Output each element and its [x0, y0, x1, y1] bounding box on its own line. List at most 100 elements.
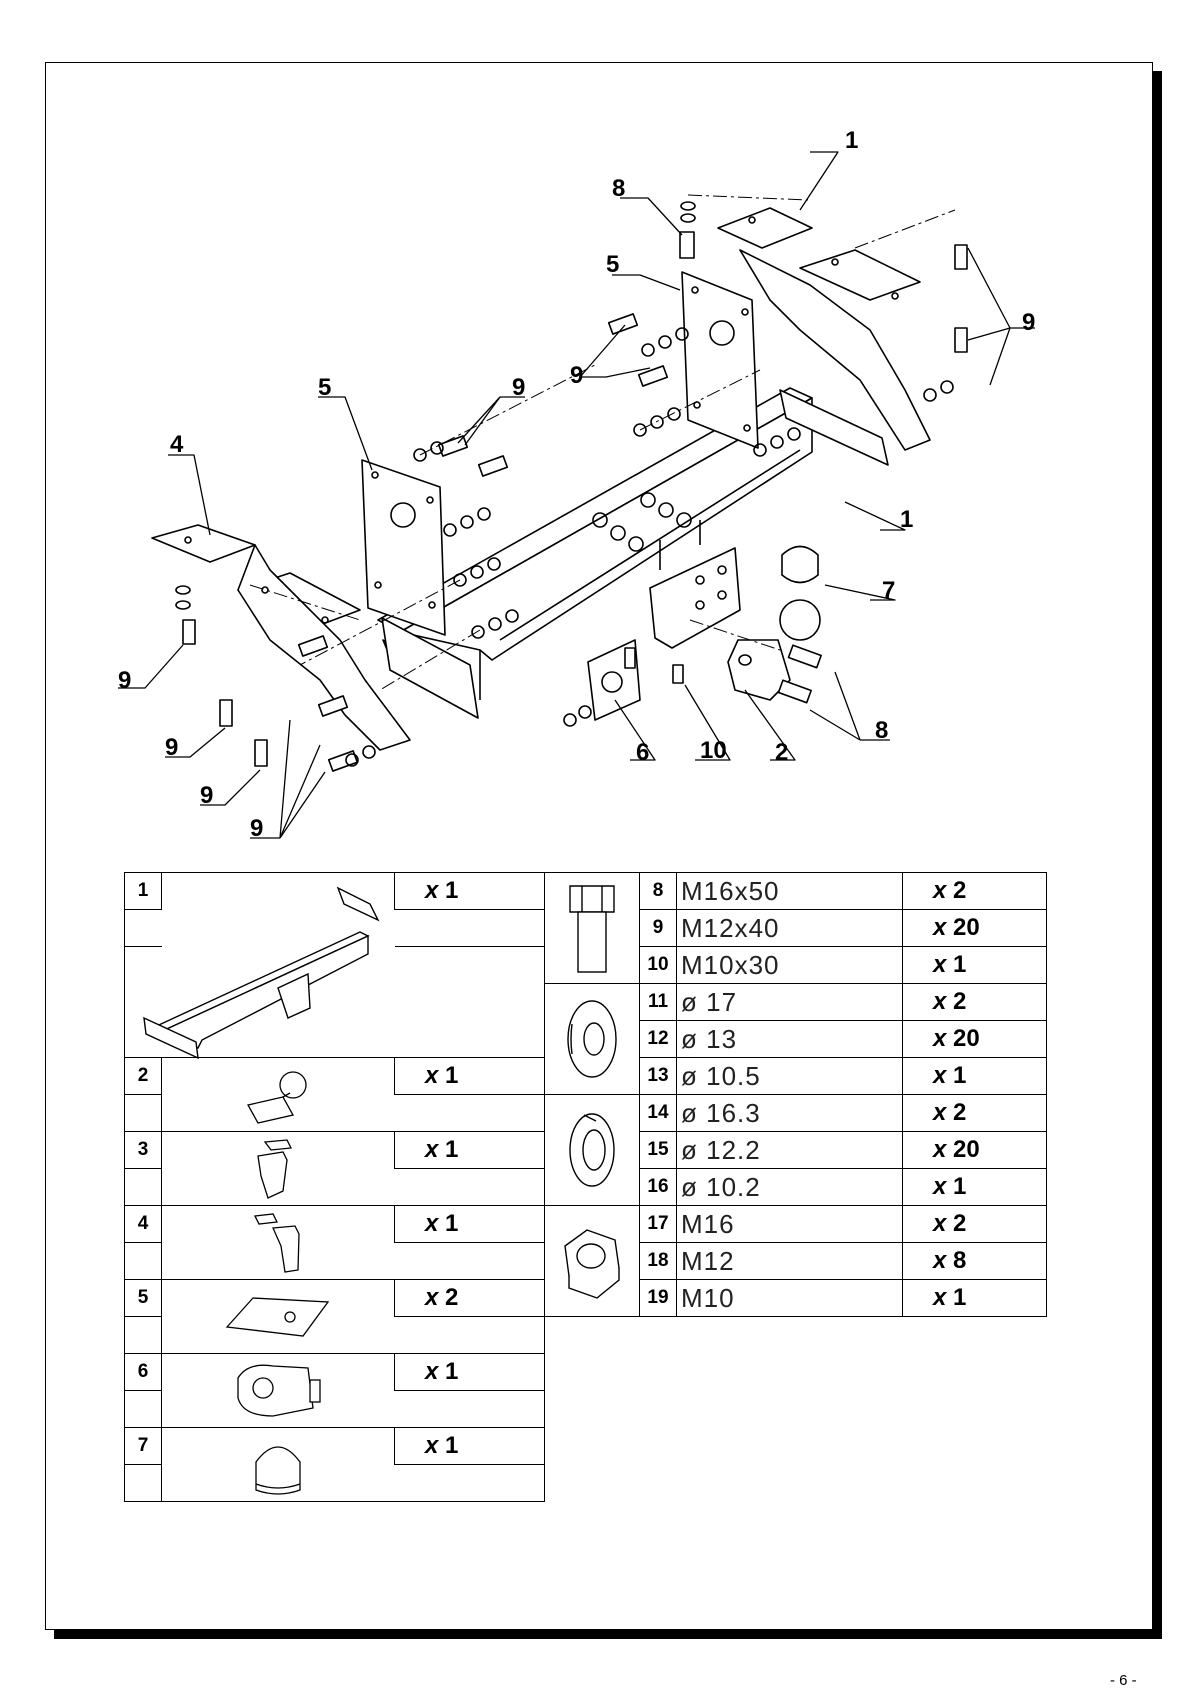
- callout-9d: 9: [512, 374, 525, 401]
- table-row: 15 ø 12.2 x 20: [545, 1131, 1047, 1169]
- part-number: 6: [124, 1353, 162, 1391]
- part-number: 10: [639, 946, 677, 984]
- part-number: 16: [639, 1168, 677, 1206]
- part-qty: x 1: [394, 1057, 545, 1095]
- ball-cap-icon: [161, 1427, 395, 1502]
- part-size: M12: [676, 1242, 903, 1280]
- table-row: 11 ø 17 x 2: [544, 983, 1047, 1095]
- callout-9b: 9: [1022, 309, 1035, 336]
- part-qty: x 20: [902, 909, 1047, 947]
- part-number: 1: [124, 872, 162, 910]
- part-size: M10: [676, 1279, 903, 1317]
- part-qty: x 2: [902, 872, 1047, 910]
- towbar-crossbar-icon: [143, 886, 380, 1060]
- tow-ball-part: [727, 599, 821, 701]
- parts-table-left: 1 x 1 2 x 1 3 x 1 4 x 1 5 x 2: [124, 872, 545, 1502]
- flat-washer-icon: [544, 983, 640, 1095]
- left-bracket-icon: [161, 1131, 395, 1206]
- part-qty: x 8: [902, 1242, 1047, 1280]
- part-number: 19: [639, 1279, 677, 1317]
- part-size: ø 10.5: [676, 1057, 903, 1095]
- callout-10: 10: [700, 737, 727, 764]
- tow-ball-icon: [161, 1057, 395, 1132]
- part-qty: x 1: [902, 1168, 1047, 1206]
- table-row: 3 x 1: [124, 1131, 545, 1206]
- callout-5a: 5: [318, 374, 331, 401]
- part-qty: x 1: [394, 1131, 545, 1169]
- part-number: 8: [639, 872, 677, 910]
- part-number: 5: [124, 1279, 162, 1317]
- part-qty: x 1: [394, 1205, 545, 1243]
- centre-bracket: [649, 547, 741, 649]
- part-size: ø 13: [676, 1020, 903, 1058]
- left-end-plate: [381, 617, 479, 719]
- callout-7: 7: [882, 577, 895, 604]
- table-row: 5 x 2: [124, 1279, 545, 1354]
- part-number: 15: [639, 1131, 677, 1169]
- left-side-plate: [361, 459, 446, 636]
- table-row: 2 x 1: [124, 1057, 545, 1132]
- part-qty: x 2: [394, 1279, 545, 1317]
- callout-5b: 5: [606, 251, 619, 278]
- part-number: 9: [639, 909, 677, 947]
- socket-plate-part: [587, 639, 641, 721]
- part-qty: x 2: [902, 1205, 1047, 1243]
- right-end-plate: [779, 389, 889, 466]
- part-size: M16x50: [676, 872, 903, 910]
- part-qty: x 20: [902, 1020, 1047, 1058]
- callout-9e: 9: [118, 667, 131, 694]
- callout-9h: 9: [250, 815, 263, 842]
- part-number: 18: [639, 1242, 677, 1280]
- bolt-icon: [544, 872, 640, 984]
- part-number: 13: [639, 1057, 677, 1095]
- part-qty: x 2: [902, 1094, 1047, 1132]
- part-number: 12: [639, 1020, 677, 1058]
- part-number: 17: [639, 1205, 677, 1243]
- table-row: 13 ø 10.5 x 1: [545, 1057, 1047, 1095]
- part-number: 3: [124, 1131, 162, 1169]
- part-qty: x 1: [902, 946, 1047, 984]
- part-number: 11: [639, 983, 677, 1021]
- table-row: 7 x 1: [124, 1427, 545, 1502]
- table-row: 8 M16x50 x 2: [544, 872, 1047, 984]
- part-size: ø 10.2: [676, 1168, 903, 1206]
- table-row: 4 x 1: [124, 1205, 545, 1280]
- part-size: M12x40: [676, 909, 903, 947]
- socket-plate-icon: [161, 1353, 395, 1428]
- spring-washer-icon: [544, 1094, 640, 1206]
- part-size: ø 16.3: [676, 1094, 903, 1132]
- part-number: 4: [124, 1205, 162, 1243]
- parts-table-right: 8 M16x50 x 2 9 M12x40 x 20 10 M10x30 x 1…: [544, 872, 1047, 1317]
- callout-1: 1: [900, 506, 913, 533]
- table-row: 6 x 1: [124, 1353, 545, 1428]
- callout-3: 4: [170, 431, 184, 458]
- right-bracket-icon: [161, 1205, 395, 1280]
- callout-9c: 9: [570, 362, 583, 389]
- table-row: 17 M16 x 2: [544, 1205, 1047, 1317]
- part-size: ø 17: [676, 983, 903, 1021]
- callout-9g: 9: [200, 782, 213, 809]
- table-row: 18 M12 x 8: [545, 1242, 1047, 1280]
- callout-4: 1: [845, 127, 858, 154]
- part-qty: x 1: [394, 872, 545, 910]
- part-number: 7: [124, 1427, 162, 1465]
- table-row: 19 M10 x 1: [545, 1279, 1047, 1317]
- part-number: 2: [124, 1057, 162, 1095]
- part-qty: x 1: [394, 1353, 545, 1391]
- part-qty: x 1: [902, 1279, 1047, 1317]
- callout-labels: 1 8 5 9 9 5 9 4 1 7 9 9 9 9 6 10 2 8: [118, 127, 1035, 842]
- hex-nut-icon: [544, 1205, 640, 1317]
- part-qty: x 2: [902, 983, 1047, 1021]
- part-qty: x 20: [902, 1131, 1047, 1169]
- right-side-plate: [681, 271, 759, 449]
- page-number: - 6 -: [1110, 1672, 1137, 1689]
- callout-8: 8: [875, 717, 888, 744]
- callout-9a: 8: [612, 175, 625, 202]
- part-qty: x 1: [394, 1427, 545, 1465]
- callout-9f: 9: [165, 734, 178, 761]
- part-size: ø 12.2: [676, 1131, 903, 1169]
- part-qty: x 1: [902, 1057, 1047, 1095]
- callout-2: 2: [775, 739, 788, 766]
- right-bracket-part: [717, 207, 931, 451]
